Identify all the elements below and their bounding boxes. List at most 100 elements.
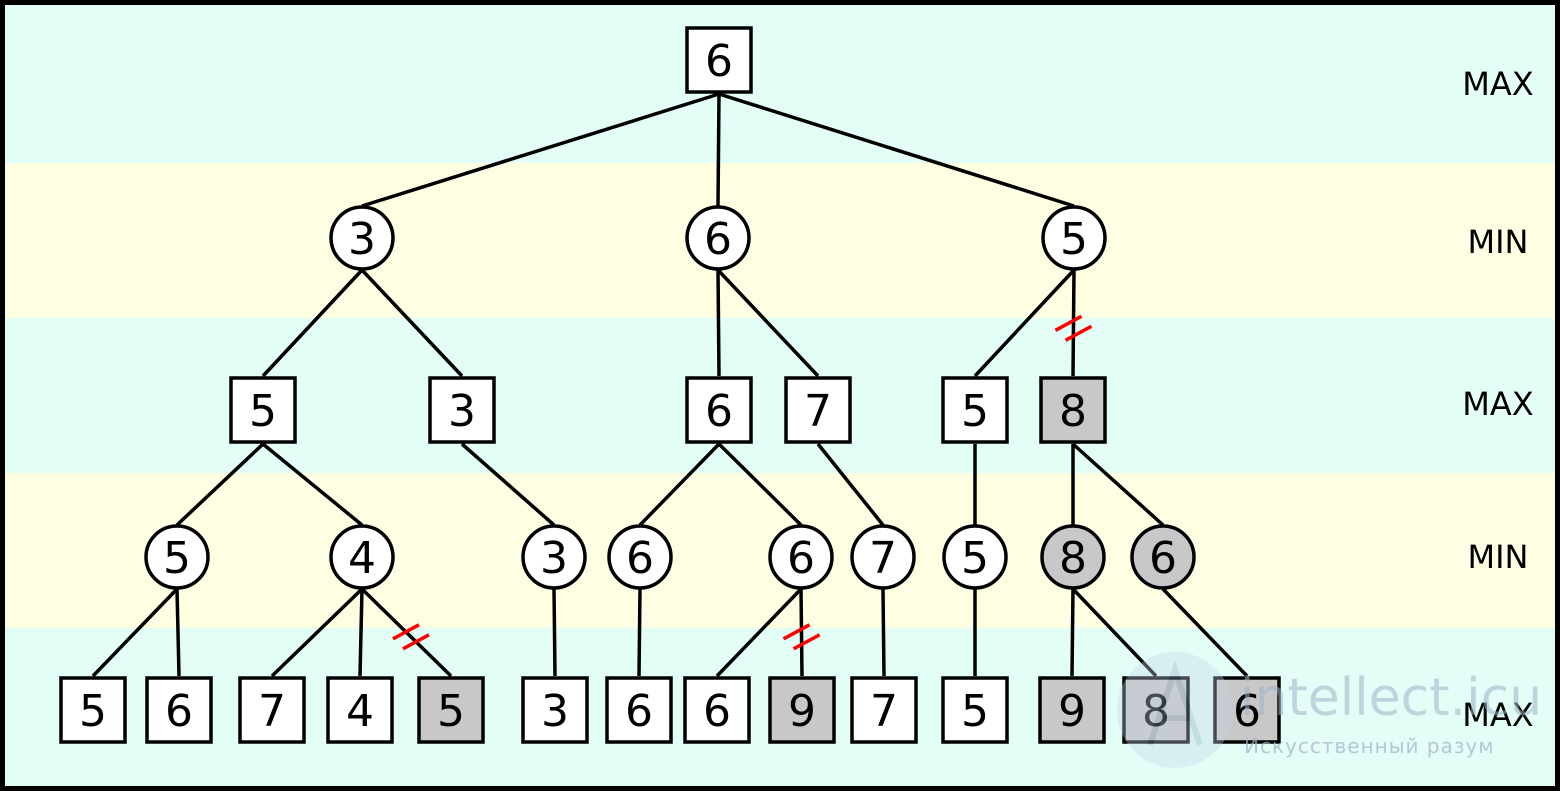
edge-a1-a1a: [175, 442, 265, 527]
edge-a2a-l6: [552, 588, 557, 677]
max-node-l14: 6: [1213, 676, 1281, 744]
max-node-l11: 5: [941, 676, 1009, 744]
node-value: 5: [437, 686, 465, 737]
min-node-b1a: 6: [607, 524, 673, 590]
node-value: 6: [705, 386, 733, 437]
prune-cut-mark: [782, 623, 821, 651]
node-value: 3: [348, 214, 376, 265]
min-node-c2a: 8: [1040, 524, 1106, 590]
node-value: 8: [1142, 686, 1170, 737]
edge-r-a: [361, 92, 720, 208]
max-node-l12: 9: [1038, 676, 1106, 744]
level-band-1: [5, 163, 1555, 318]
level-label-max: MAX: [1462, 696, 1533, 734]
max-node-l8: 6: [683, 676, 751, 744]
edge-c2a-l13: [1071, 587, 1158, 678]
edge-a1a-l1: [91, 587, 179, 678]
edge-c2b-l14: [1161, 587, 1249, 678]
max-node-a2: 3: [428, 376, 496, 444]
max-node-a1: 5: [229, 376, 297, 444]
prune-cut-mark: [392, 623, 430, 651]
node-value: 4: [346, 686, 374, 737]
node-value: 6: [165, 686, 193, 737]
min-node-c1a: 5: [942, 524, 1008, 590]
tree-edges: [91, 92, 1249, 678]
max-node-l10: 7: [850, 676, 918, 744]
edge-c-c1: [973, 268, 1076, 378]
node-value: 6: [625, 686, 653, 737]
node-value: 6: [703, 686, 731, 737]
node-value: 5: [163, 533, 191, 584]
max-node-b1: 6: [685, 376, 753, 444]
max-node-l3: 7: [238, 676, 306, 744]
edge-b-b2: [716, 268, 820, 378]
edge-a1-a1b: [261, 442, 364, 527]
edge-b-b1: [716, 269, 721, 377]
node-value: 5: [961, 686, 989, 737]
edge-b2-b2a: [816, 442, 885, 527]
node-value: 3: [448, 386, 476, 437]
max-node-r: 6: [685, 26, 753, 94]
max-node-l7: 6: [605, 676, 673, 744]
min-node-a1b: 4: [329, 524, 395, 590]
min-node-a2a: 3: [521, 524, 587, 590]
pruning-marks: [392, 314, 1093, 651]
edge-c-c2: [1071, 269, 1076, 377]
max-node-c1: 5: [941, 376, 1009, 444]
edge-a-a1: [261, 268, 364, 378]
edge-a1b-l3: [270, 587, 364, 678]
max-node-l2: 6: [145, 676, 213, 744]
prune-cut-mark: [1054, 314, 1093, 342]
min-node-a1a: 5: [144, 524, 210, 590]
level-label-max: MAX: [1462, 65, 1533, 103]
node-value: 7: [804, 386, 832, 437]
watermark-title: intellect.icu: [1240, 668, 1542, 728]
watermark: intellect.icu Искусственный разум: [1117, 652, 1542, 768]
node-value: 7: [258, 686, 286, 737]
level-label-min: MIN: [1468, 223, 1529, 261]
max-node-b2: 7: [784, 376, 852, 444]
edge-r-c: [718, 92, 1075, 208]
node-value: 7: [869, 533, 897, 584]
edge-a-a2: [360, 268, 464, 378]
edge-c2a-l12: [1070, 588, 1075, 677]
node-value: 7: [870, 686, 898, 737]
min-node-b2a: 7: [850, 524, 916, 590]
edge-b2a-l10: [881, 588, 886, 677]
node-value: 9: [1058, 686, 1086, 737]
node-value: 6: [626, 533, 654, 584]
max-node-c2: 8: [1039, 376, 1107, 444]
tree-nodes: 636553675854366758656745366975986: [59, 26, 1281, 744]
node-value: 6: [705, 36, 733, 87]
max-node-l13: 8: [1122, 676, 1190, 744]
node-value: 9: [788, 686, 816, 737]
level-band-0: [5, 5, 1555, 163]
max-node-l4: 4: [326, 676, 394, 744]
edge-b1b-l9: [799, 588, 804, 677]
node-value: 3: [540, 533, 568, 584]
node-value: 5: [961, 386, 989, 437]
min-node-b1b: 6: [768, 524, 834, 590]
watermark-subtitle: Искусственный разум: [1244, 734, 1494, 758]
node-value: 8: [1059, 533, 1087, 584]
node-value: 8: [1059, 386, 1087, 437]
node-value: 3: [541, 686, 569, 737]
edge-b1-b1a: [638, 442, 721, 527]
edge-a1a-l2: [175, 588, 181, 677]
node-value: 5: [1060, 214, 1088, 265]
node-value: 6: [1149, 533, 1177, 584]
node-value: 4: [348, 533, 376, 584]
max-node-l5: 5: [417, 676, 485, 744]
node-value: 6: [1233, 686, 1261, 737]
level-label-max: MAX: [1462, 385, 1533, 423]
node-value: 6: [704, 214, 732, 265]
max-node-l1: 5: [59, 676, 127, 744]
max-node-l9: 9: [768, 676, 836, 744]
min-node-b: 6: [685, 205, 751, 271]
min-node-c: 5: [1041, 205, 1107, 271]
watermark-logo-icon: [1117, 652, 1233, 768]
node-value: 5: [79, 686, 107, 737]
